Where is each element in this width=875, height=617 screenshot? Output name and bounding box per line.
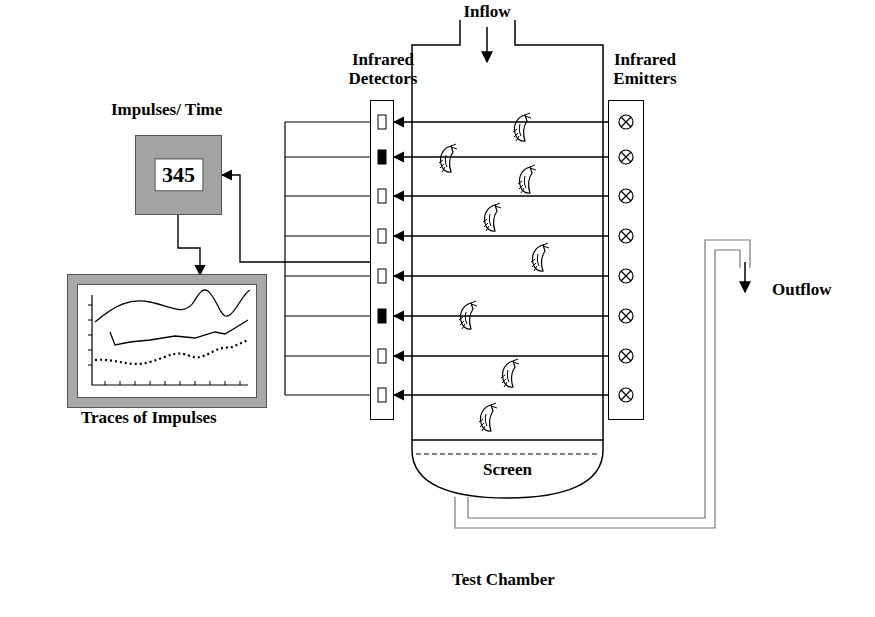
detector-cell	[378, 229, 386, 243]
detector-column: Infrared Detectors	[370, 100, 394, 420]
infrared-beam	[394, 394, 608, 395]
signal-wire	[285, 195, 370, 196]
signal-wire	[285, 235, 370, 236]
screen-bowl: Screen	[412, 440, 603, 500]
shrimp	[479, 403, 497, 431]
test-chamber-outline	[412, 20, 603, 500]
infrared-beam	[394, 121, 608, 122]
detector-cell	[378, 115, 386, 129]
signal-wire	[285, 355, 370, 356]
emitter-symbol	[619, 349, 633, 363]
shrimp	[439, 144, 457, 172]
emitter-cross	[621, 152, 631, 162]
detector-cell	[378, 349, 386, 363]
inflow-arrow	[486, 27, 488, 62]
detector-cell	[378, 189, 386, 203]
screen-mesh	[416, 453, 599, 454]
test-chamber-border	[412, 20, 603, 440]
sensor-symbols	[285, 115, 633, 402]
emitter-cross	[621, 191, 631, 201]
shrimp	[513, 113, 531, 141]
shrimp	[501, 359, 519, 387]
emitter-cross	[621, 311, 631, 321]
signal-connector	[178, 215, 200, 275]
signal-wire	[285, 156, 370, 157]
emitter-symbol	[619, 309, 633, 323]
screen-bowl-border	[412, 440, 603, 498]
chart-ticks	[88, 305, 240, 385]
column-heading: Infrared Emitters	[590, 50, 700, 89]
trace-line	[95, 290, 250, 322]
shrimp	[483, 203, 501, 231]
trace-line	[95, 340, 248, 364]
signal-wire	[285, 394, 370, 395]
emitter-symbol	[619, 150, 633, 164]
outflow-arrow	[744, 262, 746, 292]
emitter-circle	[619, 150, 633, 164]
emitter-cross	[621, 351, 631, 361]
infrared-beam	[394, 235, 608, 236]
column-heading: Infrared Detectors	[328, 50, 438, 89]
detector-cell	[378, 309, 386, 323]
signal-connector	[222, 175, 370, 262]
signal-wire	[285, 315, 370, 316]
emitter-circle	[619, 309, 633, 323]
signal-wire	[285, 121, 370, 122]
emitter-circle	[619, 115, 633, 129]
infrared-beam	[394, 156, 608, 157]
test-chamber: Test ChamberScreen	[412, 20, 603, 500]
signal-bus	[284, 122, 285, 395]
emitter-column: Infrared Emitters	[608, 100, 644, 420]
screen-label: Screen	[412, 460, 603, 480]
counter-box: Impulses/ Time345	[135, 135, 222, 215]
inflow-label: Inflow	[462, 2, 512, 22]
shrimp	[518, 165, 536, 193]
infrared-beam	[394, 315, 608, 316]
emitter-symbol	[619, 269, 633, 283]
detector-cell	[378, 150, 386, 164]
emitter-symbol	[619, 115, 633, 129]
monitor-screen: Traces of Impulses	[68, 275, 266, 407]
monitor-caption: Traces of Impulses	[81, 408, 217, 428]
outflow-label: Outflow	[772, 280, 832, 300]
shrimp	[531, 243, 549, 271]
shrimp-group	[439, 113, 549, 431]
emitter-circle	[619, 229, 633, 243]
chart-axes	[92, 295, 248, 385]
emitter-symbol	[619, 388, 633, 402]
emitter-cross	[621, 390, 631, 400]
emitter-circle	[619, 388, 633, 402]
emitter-symbol	[619, 189, 633, 203]
shrimp	[459, 301, 477, 329]
trace-line	[110, 320, 248, 345]
signal-wire	[285, 275, 370, 276]
emitter-cross	[621, 117, 631, 127]
emitter-cross	[621, 271, 631, 281]
counter-heading: Impulses/ Time	[111, 100, 222, 120]
emitter-circle	[619, 189, 633, 203]
emitter-cross	[621, 231, 631, 241]
trace-chart	[88, 290, 250, 385]
infrared-beam	[394, 275, 608, 276]
infrared-beam	[394, 355, 608, 356]
counter-value: 345	[154, 158, 203, 191]
detector-cell	[378, 388, 386, 402]
pipe-wall	[455, 250, 740, 528]
emitter-circle	[619, 349, 633, 363]
detector-cell	[378, 269, 386, 283]
infrared-beam	[394, 195, 608, 196]
emitter-circle	[619, 269, 633, 283]
emitter-symbol	[619, 229, 633, 243]
chamber-label: Test Chamber	[452, 570, 555, 590]
